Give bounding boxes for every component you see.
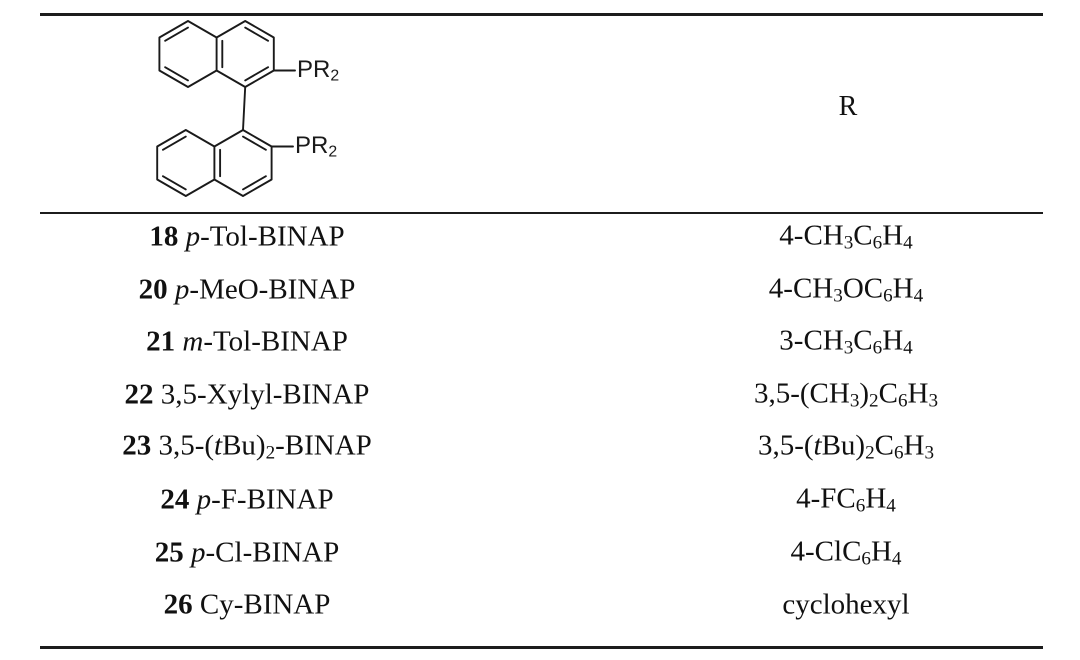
ligand-cell: 20 p-MeO-BINAP: [138, 273, 356, 306]
ligand-cell: 25 p-Cl-BINAP: [154, 536, 340, 569]
ligand-cell: 18 p-Tol-BINAP: [149, 220, 345, 253]
table-header-separator-rule: [40, 212, 1043, 214]
r-group-cell: 4-CH3OC6H4: [768, 272, 924, 307]
r-group-cell: 3,5-(CH3)2C6H3: [753, 377, 939, 412]
pr2-label-top: PR2: [297, 56, 340, 85]
column-header-r: R: [838, 91, 858, 122]
ligand-cell: 26 Cy-BINAP: [163, 588, 331, 621]
ligand-cell: 22 3,5-Xylyl-BINAP: [124, 378, 370, 411]
table-bottom-rule: [40, 646, 1043, 649]
r-group-cell: 4-ClC6H4: [790, 535, 902, 570]
pr2-label-bottom: PR2: [295, 132, 338, 161]
ligand-cell: 21 m-Tol-BINAP: [146, 325, 348, 358]
r-group-cell: 3-CH3C6H4: [779, 324, 913, 359]
binap-structure: [140, 15, 360, 207]
r-group-cell: 4-FC6H4: [796, 482, 896, 517]
ligand-cell: 23 3,5-(tBu)2-BINAP: [122, 429, 372, 464]
table-top-rule: [40, 13, 1043, 16]
r-group-cell: cyclohexyl: [782, 588, 910, 621]
r-group-cell: 3,5-(tBu)2C6H3: [757, 429, 935, 464]
ligand-cell: 24 p-F-BINAP: [160, 483, 334, 516]
binap-structure-drawing: [156, 20, 296, 197]
r-group-cell: 4-CH3C6H4: [779, 219, 913, 254]
